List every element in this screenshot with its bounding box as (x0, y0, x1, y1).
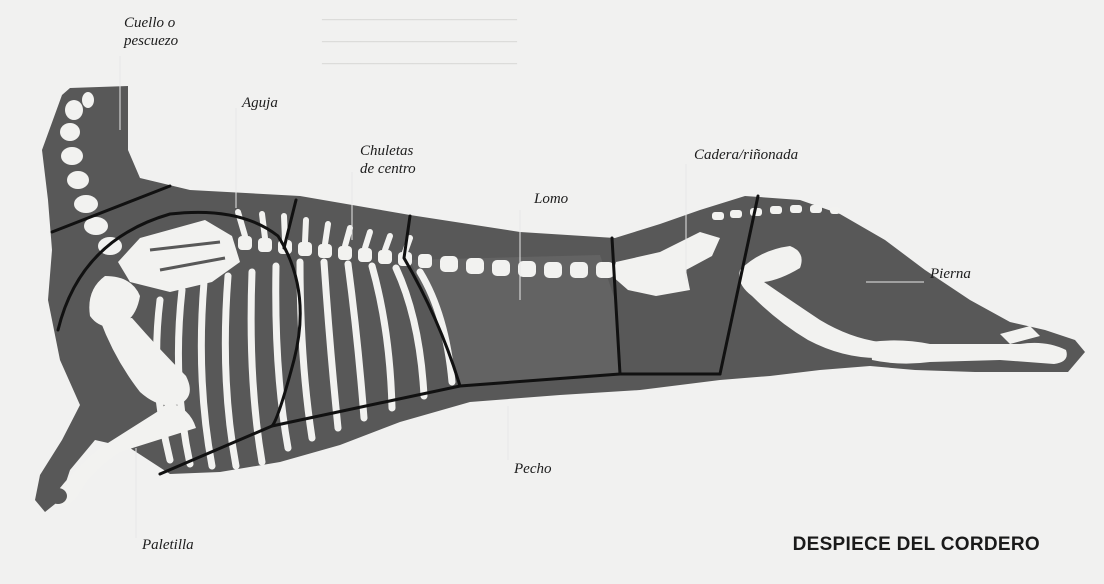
label-pecho: Pecho (514, 460, 551, 478)
diagram-title: DESPIECE DEL CORDERO (793, 534, 1040, 556)
foreleg-hoof-cavity (49, 488, 67, 504)
label-aguja: Aguja (242, 94, 278, 112)
label-cuello: Cuello o pescuezo (124, 14, 178, 50)
label-cadera: Cadera/riñonada (694, 146, 798, 164)
label-chuletas-line2: de centro (360, 160, 416, 178)
label-pierna: Pierna (930, 265, 971, 283)
label-lomo: Lomo (534, 190, 568, 208)
label-cuello-line1: Cuello o (124, 14, 178, 32)
label-chuletas: Chuletas de centro (360, 142, 416, 178)
label-paletilla: Paletilla (142, 536, 194, 554)
label-cuello-line2: pescuezo (124, 32, 178, 50)
label-chuletas-line1: Chuletas (360, 142, 416, 160)
